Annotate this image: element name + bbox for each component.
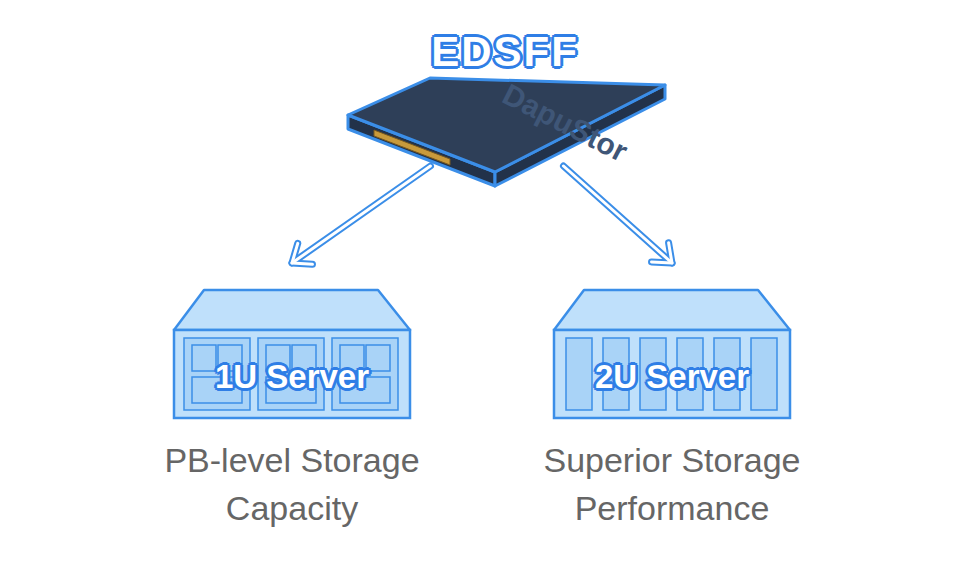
server-box: 2U ServerSuperior Storage Performance: [552, 285, 792, 535]
server-box: 1U ServerPB-level Storage Capacity: [172, 285, 412, 535]
server-caption: PB-level Storage Capacity: [132, 436, 452, 532]
ssd-drive: EDSFFDapuStor: [340, 28, 670, 198]
server-label: 2U Server: [552, 355, 792, 399]
arrow-connector: [292, 166, 430, 264]
arrow-connector: [563, 166, 672, 263]
server-caption: Superior Storage Performance: [512, 436, 832, 532]
drive-title: EDSFF: [340, 28, 670, 76]
server-label: 1U Server: [172, 355, 412, 399]
